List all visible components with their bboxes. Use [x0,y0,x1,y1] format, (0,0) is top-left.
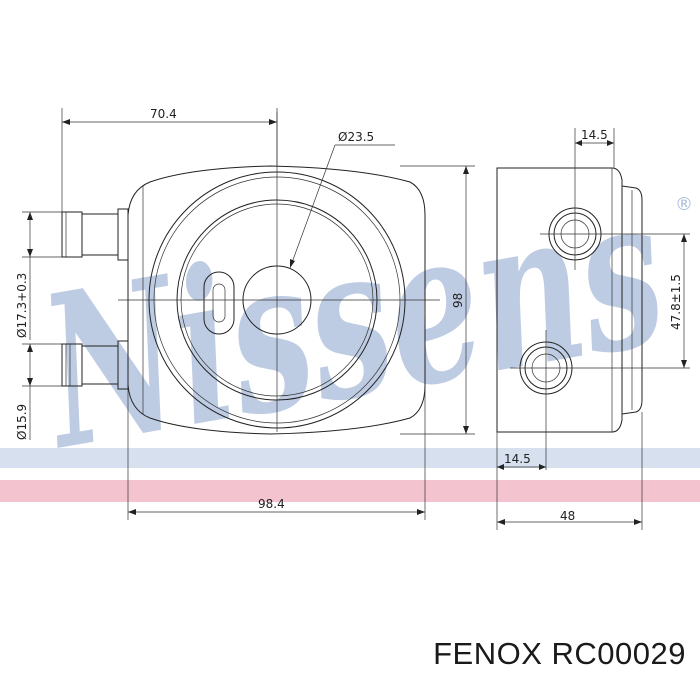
front-view [61,112,440,435]
oval-slot [203,271,235,335]
dim-inlet-diameter: Ø17.3+0.3 [15,273,29,338]
dim-height: 98 [451,293,465,308]
inlet-nozzle [61,208,129,261]
side-body-outline [496,167,623,433]
front-dimension-lines [22,108,475,520]
watermark-band-blue [0,448,700,468]
watermark-band-pink [0,480,700,502]
cooler-body-outline [127,165,426,435]
dim-top-width: 70.4 [150,107,177,121]
dim-port-spacing-top: 14.5 [581,128,608,142]
dim-depth: 48 [560,509,575,523]
brand-name: FENOX [433,636,543,671]
side-view [496,128,690,470]
side-dimension-lines [496,128,687,530]
dim-port-offset: 47.8±1.5 [669,274,683,330]
dim-port-spacing-bottom: 14.5 [504,452,531,466]
oval-slot-inner [212,283,226,323]
dim-outlet-diameter: Ø15.9 [15,404,29,440]
part-caption: FENOX RC00029 [433,636,686,672]
watermark-logo: Nissens [23,146,680,498]
part-number: RC00029 [551,636,686,671]
watermark-registered-mark: ® [675,194,693,215]
dim-center-diameter: Ø23.5 [338,130,374,144]
side-flange [621,185,643,415]
outlet-nozzle [61,340,129,390]
dim-total-width: 98.4 [258,497,285,511]
